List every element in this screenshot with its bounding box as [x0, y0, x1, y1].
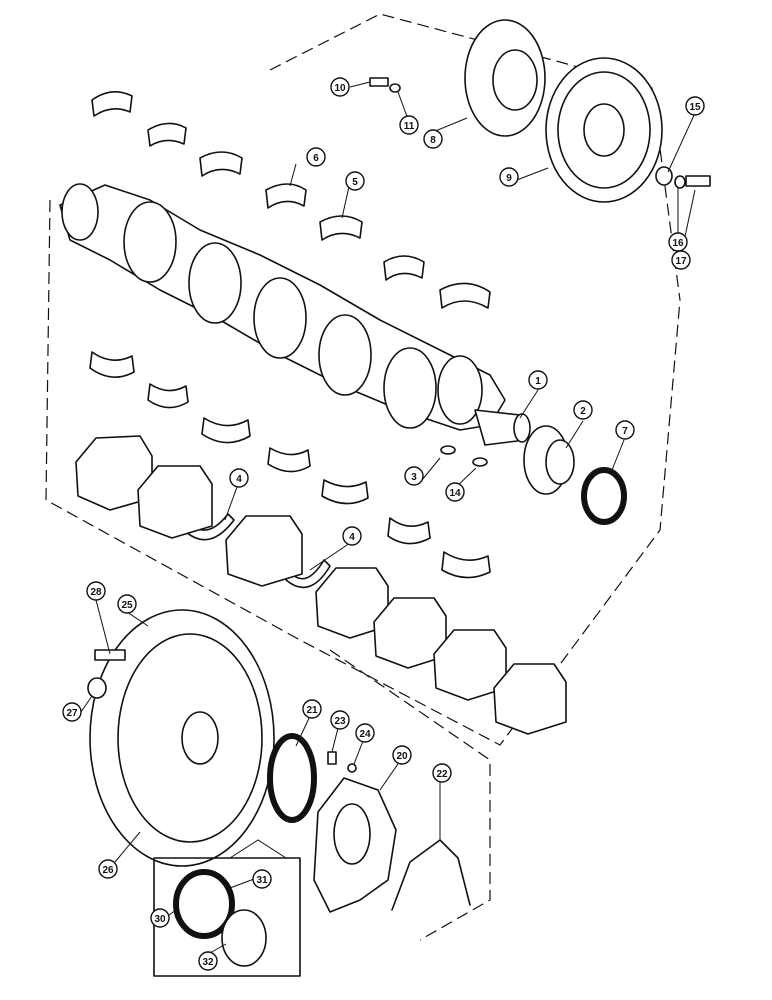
rear-seal-group-outline: [329, 649, 491, 941]
svg-text:11: 11: [404, 121, 415, 132]
pulley-group-outline: [269, 13, 681, 301]
flywheel-dowel: [87, 677, 107, 699]
callout-5: 5: [345, 171, 365, 191]
svg-text:7: 7: [622, 426, 628, 437]
flywheel: [89, 609, 275, 867]
pulley-washer: [389, 83, 401, 93]
callout-20: 20: [392, 745, 412, 765]
callout-16: 16: [668, 232, 688, 252]
callout-15: 15: [685, 96, 705, 116]
svg-text:23: 23: [334, 716, 346, 727]
svg-text:20: 20: [396, 751, 408, 762]
svg-text:1: 1: [535, 376, 541, 387]
callout-30: 30: [150, 908, 170, 928]
crankshaft: [59, 183, 531, 446]
callout-22: 22: [432, 763, 452, 783]
dowel-pins: [440, 445, 488, 467]
callout-23: 23: [330, 710, 350, 730]
callout-28: 28: [86, 581, 106, 601]
retainer-bolt: [327, 751, 337, 765]
svg-text:31: 31: [256, 875, 268, 886]
damper-lockwasher: [674, 175, 686, 189]
callout-27: 27: [62, 702, 82, 722]
callout-26: 26: [98, 859, 118, 879]
svg-text:27: 27: [66, 708, 78, 719]
main-bearing-caps: [75, 435, 567, 735]
callout-6: 6: [306, 147, 326, 167]
svg-text:9: 9: [506, 173, 512, 184]
rear-seal-retainer: [313, 777, 397, 913]
svg-text:30: 30: [154, 914, 166, 925]
crankshaft-group-outline: [45, 199, 681, 746]
callout-3: 3: [404, 466, 424, 486]
crankshaft-gear: [523, 425, 575, 495]
callout-10: 10: [330, 77, 350, 97]
svg-text:22: 22: [436, 769, 448, 780]
callout-7: 7: [615, 420, 635, 440]
svg-text:32: 32: [202, 957, 214, 968]
callout-24: 24: [355, 723, 375, 743]
svg-text:16: 16: [672, 238, 684, 249]
callout-1: 1: [528, 370, 548, 390]
retainer-lockwasher: [347, 763, 357, 773]
svg-text:3: 3: [411, 472, 417, 483]
callout-31: 31: [252, 869, 272, 889]
damper-bolt: [685, 175, 711, 187]
svg-text:2: 2: [580, 406, 586, 417]
callout-32: 32: [198, 951, 218, 971]
svg-text:8: 8: [430, 135, 436, 146]
svg-text:17: 17: [675, 256, 687, 267]
callout-9: 9: [499, 167, 519, 187]
svg-text:21: 21: [306, 705, 318, 716]
crankshaft-pulley: [464, 19, 546, 137]
svg-text:26: 26: [102, 865, 114, 876]
svg-text:10: 10: [334, 83, 346, 94]
svg-text:25: 25: [121, 600, 133, 611]
callout-4b: 4: [342, 526, 362, 546]
front-oil-seal: [581, 467, 627, 525]
callout-11: 11: [399, 115, 419, 135]
svg-text:4: 4: [236, 474, 242, 485]
svg-text:24: 24: [359, 729, 371, 740]
callout-4a: 4: [229, 468, 249, 488]
callout-17: 17: [671, 250, 691, 270]
pulley-bolt: [369, 77, 389, 87]
rear-oil-seal: [267, 733, 317, 823]
svg-text:4: 4: [349, 532, 355, 543]
callout-14: 14: [445, 482, 465, 502]
vibration-damper: [545, 57, 663, 203]
svg-text:6: 6: [313, 153, 319, 164]
retainer-gasket: [391, 839, 471, 911]
lower-bearing-shells: [89, 351, 491, 579]
svg-text:28: 28: [90, 587, 102, 598]
callout-8: 8: [423, 129, 443, 149]
upper-bearing-shells: [91, 91, 491, 309]
callout-25: 25: [117, 594, 137, 614]
flywheel-bolt: [94, 649, 126, 661]
callout-2: 2: [573, 400, 593, 420]
callout-21: 21: [302, 699, 322, 719]
svg-text:15: 15: [689, 102, 701, 113]
svg-text:5: 5: [352, 177, 358, 188]
svg-text:14: 14: [449, 488, 461, 499]
